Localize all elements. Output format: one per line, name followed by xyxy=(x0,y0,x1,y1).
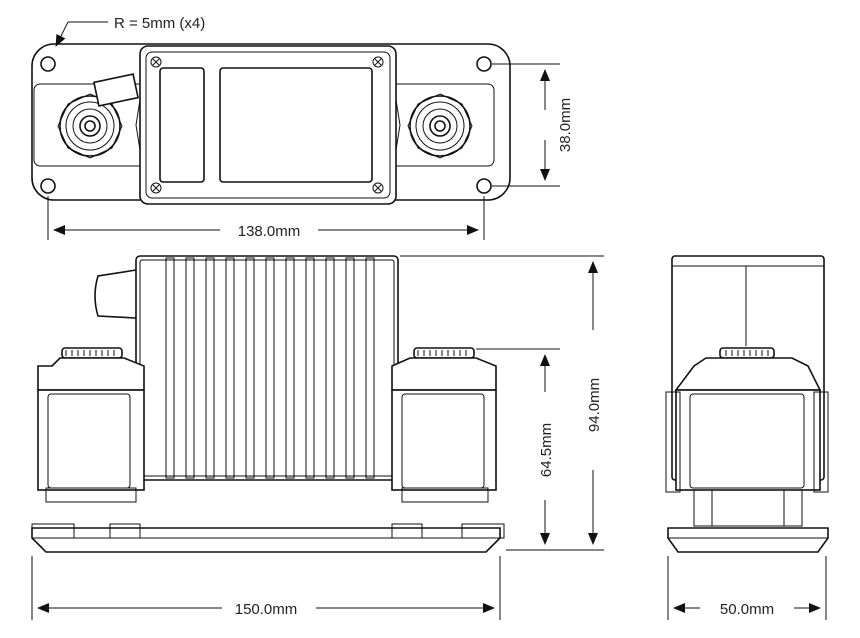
overall-height-label: 94.0mm xyxy=(586,378,603,432)
front-view xyxy=(31,255,505,553)
mounting-hole-tl xyxy=(40,56,56,72)
mounting-hole-tr xyxy=(476,56,492,72)
cover-window-small xyxy=(159,67,205,183)
radius-callout: R = 5mm (x4) xyxy=(55,15,205,47)
heatsink-fins xyxy=(165,257,375,479)
front-knob xyxy=(94,269,137,319)
left-terminal-top xyxy=(57,73,140,159)
top-width-label: 138.0mm xyxy=(238,223,301,240)
terminal-height-label: 64.5mm xyxy=(538,423,555,477)
overall-length-dimension: 150.0mm xyxy=(31,556,501,620)
overall-height-dimension: 94.0mm xyxy=(400,255,604,551)
heatsink-body xyxy=(135,255,399,481)
top-height-label: 38.0mm xyxy=(557,98,574,152)
terminal-height-dimension: 64.5mm xyxy=(476,348,560,551)
overall-length-label: 150.0mm xyxy=(235,601,298,618)
front-base xyxy=(31,527,501,553)
mounting-hole-bl xyxy=(40,178,56,194)
mounting-hole-br xyxy=(476,178,492,194)
cover-window-large xyxy=(219,67,373,183)
right-terminal-front xyxy=(391,347,505,539)
radius-label: R = 5mm (x4) xyxy=(114,15,205,32)
depth-label: 50.0mm xyxy=(720,601,774,618)
right-terminal-top xyxy=(407,93,473,159)
top-width-dimension: 138.0mm xyxy=(47,196,485,240)
side-base xyxy=(667,527,829,553)
top-height-dimension: 38.0mm xyxy=(492,63,574,187)
top-cover xyxy=(139,45,397,205)
depth-dimension: 50.0mm xyxy=(667,556,827,620)
top-view xyxy=(31,43,511,205)
side-view xyxy=(665,255,829,553)
left-terminal-front xyxy=(31,347,145,539)
